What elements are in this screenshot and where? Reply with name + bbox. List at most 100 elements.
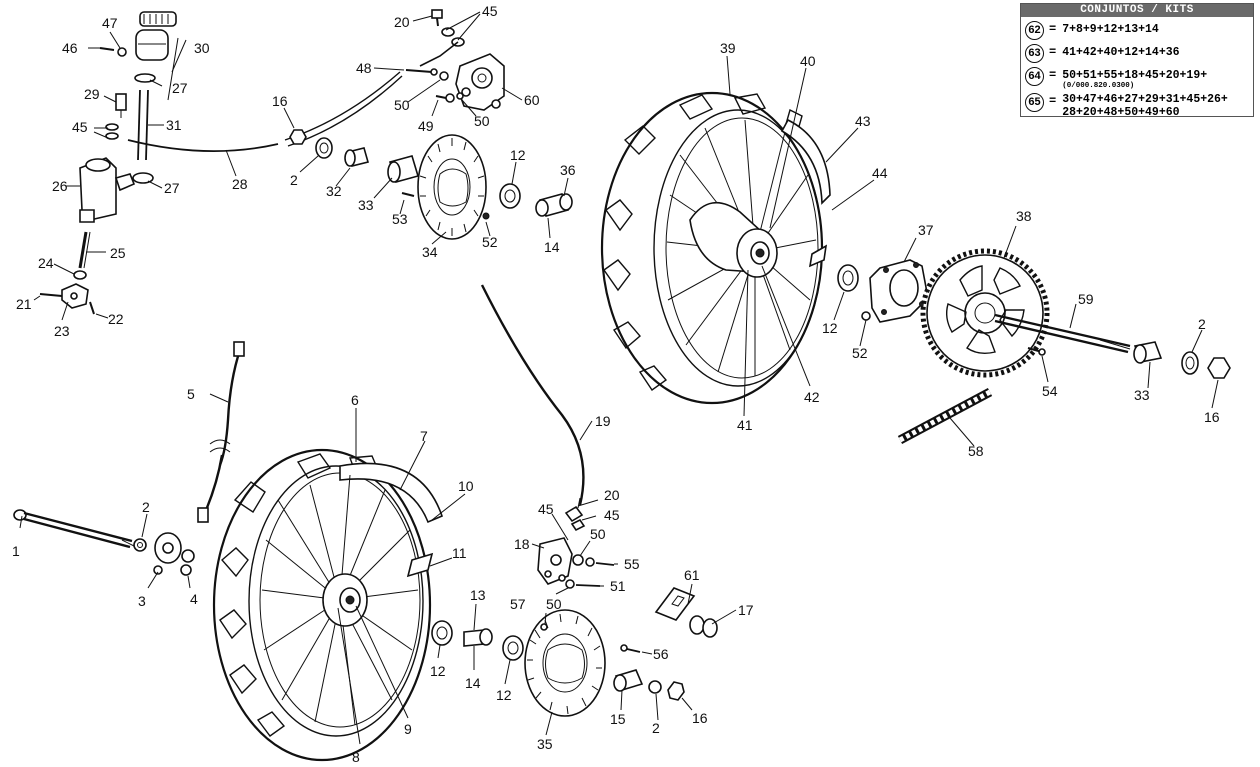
callout-19: 19 bbox=[595, 413, 611, 429]
kit-number: 63 bbox=[1025, 44, 1044, 63]
sprocket-bolt-54 bbox=[1027, 347, 1046, 356]
callout-29: 29 bbox=[84, 86, 100, 102]
callout-47: 47 bbox=[102, 15, 118, 31]
nut-16-top bbox=[289, 129, 307, 145]
kit-reference-note: (0/000.820.0300) bbox=[1062, 82, 1135, 90]
kit-number: 62 bbox=[1025, 21, 1044, 40]
rear-brake-hose bbox=[127, 139, 279, 153]
callout-52-top: 52 bbox=[482, 234, 498, 250]
front-nut-16 bbox=[667, 681, 685, 701]
callout-22: 22 bbox=[108, 311, 124, 327]
brake-pad-kit bbox=[654, 587, 718, 638]
kit-row-63: 63 = 41+42+40+12+14+36 bbox=[1021, 44, 1253, 63]
clevis-pin-21 bbox=[39, 293, 63, 297]
callout-28: 28 bbox=[232, 176, 248, 192]
speedo-drive bbox=[153, 532, 195, 576]
rear-nut-52 bbox=[861, 311, 871, 321]
callout-35: 35 bbox=[537, 736, 553, 752]
kit-number: 64 bbox=[1025, 67, 1044, 86]
front-caliper bbox=[537, 505, 586, 585]
callout-13: 13 bbox=[470, 587, 486, 603]
callout-30: 30 bbox=[194, 40, 210, 56]
kit-equals: = bbox=[1049, 68, 1057, 82]
callout-2-front: 2 bbox=[142, 499, 150, 515]
front-fender bbox=[339, 462, 443, 524]
front-spacer-15 bbox=[613, 669, 644, 692]
callout-27-top: 27 bbox=[172, 80, 188, 96]
callout-34: 34 bbox=[422, 244, 438, 260]
rear-caliper bbox=[455, 53, 505, 111]
clevis-23 bbox=[61, 283, 89, 309]
rear-axle bbox=[994, 313, 1131, 354]
callout-42: 42 bbox=[804, 389, 820, 405]
kits-header: CONJUNTOS / KITS bbox=[1021, 4, 1253, 17]
kit-equals: = bbox=[1049, 94, 1057, 108]
front-bearing-right bbox=[502, 635, 524, 661]
kit-equals: = bbox=[1049, 22, 1057, 36]
callout-26: 26 bbox=[52, 178, 68, 194]
callout-49: 49 bbox=[418, 118, 434, 134]
callout-6: 6 bbox=[351, 392, 359, 408]
callout-33-rear: 33 bbox=[1134, 387, 1150, 403]
kit-equals: = bbox=[1049, 45, 1057, 59]
bearing-12-top bbox=[499, 183, 521, 209]
callout-41: 41 bbox=[737, 417, 753, 433]
callout-45-top-left: 45 bbox=[72, 119, 88, 135]
hose-clip-27b bbox=[132, 172, 154, 184]
callout-15: 15 bbox=[610, 711, 626, 727]
drive-chain bbox=[897, 388, 993, 444]
front-axle bbox=[13, 509, 135, 549]
kit-formula-block: 30+47+46+27+29+31+45+26+ 28+20+48+50+49+… bbox=[1062, 93, 1228, 119]
kits-legend-box: CONJUNTOS / KITS 62 = 7+8+9+12+13+14 63 … bbox=[1020, 3, 1254, 119]
callout-17: 17 bbox=[738, 602, 754, 618]
caliper-washer-50b bbox=[565, 579, 575, 589]
callout-12-front-a: 12 bbox=[430, 663, 446, 679]
caliper-bolt-51 bbox=[575, 584, 601, 587]
callout-51: 51 bbox=[610, 578, 626, 594]
callout-23: 23 bbox=[54, 323, 70, 339]
kit-formula-continued: 28+20+48+50+49+60 bbox=[1062, 106, 1180, 119]
callout-55: 55 bbox=[624, 556, 640, 572]
callout-32: 32 bbox=[326, 183, 342, 199]
callout-53: 53 bbox=[392, 211, 408, 227]
callout-16-front: 16 bbox=[692, 710, 708, 726]
rear-sprocket bbox=[920, 248, 1050, 378]
callout-5: 5 bbox=[187, 386, 195, 402]
callout-60: 60 bbox=[524, 92, 540, 108]
callout-50-top-b: 50 bbox=[474, 113, 490, 129]
kit-formula-block: 50+51+55+18+45+20+19+ (0/000.820.0300) bbox=[1062, 67, 1207, 90]
rear-fender bbox=[780, 118, 831, 205]
callout-9: 9 bbox=[404, 721, 412, 737]
callout-18: 18 bbox=[514, 536, 530, 552]
callout-2-rear: 2 bbox=[1198, 316, 1206, 332]
callout-50-top-a: 50 bbox=[394, 97, 410, 113]
rod-nut-24 bbox=[73, 270, 87, 280]
front-brake-hose bbox=[480, 284, 585, 509]
front-brake-disc bbox=[524, 609, 606, 717]
callout-16-rear: 16 bbox=[1204, 409, 1220, 425]
callout-43: 43 bbox=[855, 113, 871, 129]
washer-50-top2 bbox=[456, 92, 464, 100]
disc-bolt-57 bbox=[540, 623, 548, 631]
callout-7: 7 bbox=[420, 428, 428, 444]
callout-21: 21 bbox=[16, 296, 32, 312]
callout-44: 44 bbox=[872, 165, 888, 181]
callout-1: 1 bbox=[12, 543, 20, 559]
front-washer bbox=[133, 538, 147, 552]
spacer-33-top bbox=[387, 155, 420, 183]
sprocket-carrier bbox=[869, 259, 929, 323]
nut-52-top bbox=[482, 212, 490, 220]
callout-24: 24 bbox=[38, 255, 54, 271]
spacer-14-top bbox=[535, 193, 573, 217]
callout-20-front: 20 bbox=[604, 487, 620, 503]
callout-37: 37 bbox=[918, 222, 934, 238]
caliper-washer-50a bbox=[572, 554, 584, 566]
rear-washer-2 bbox=[1181, 351, 1199, 375]
callout-58: 58 bbox=[968, 443, 984, 459]
callout-48: 48 bbox=[356, 60, 372, 76]
kit-formula: 7+8+9+12+13+14 bbox=[1062, 23, 1159, 36]
kit-row-65: 65 = 30+47+46+27+29+31+45+26+ 28+20+48+5… bbox=[1021, 93, 1253, 119]
callout-33-top: 33 bbox=[358, 197, 374, 213]
